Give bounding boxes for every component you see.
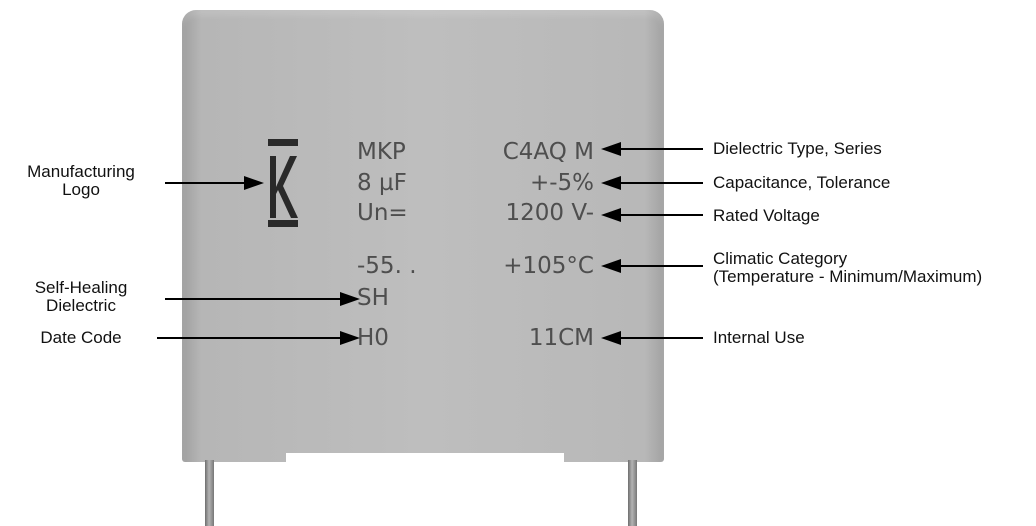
callout-date-code: Date Code <box>40 328 122 347</box>
callout-self-healing-line1: Self-Healing <box>34 278 128 297</box>
arrow-rated-voltage-head <box>601 208 621 222</box>
capacitor-lead-left <box>205 460 214 526</box>
callout-self-healing: Self-Healing Dielectric <box>8 279 154 315</box>
arrow-capacitance-head <box>601 176 621 190</box>
arrow-self-healing-head <box>340 292 360 306</box>
marking-self-healing: SH <box>357 285 389 311</box>
manufacturer-logo-icon <box>268 139 298 227</box>
arrow-manufacturing-logo-head <box>244 176 264 190</box>
marking-rated-voltage: 1200 V- <box>505 200 594 226</box>
marking-series: C4AQ M <box>502 139 594 165</box>
callout-dielectric-type: Dielectric Type, Series <box>713 139 882 158</box>
arrow-internal-use-head <box>601 331 621 345</box>
callout-internal-use: Internal Use <box>713 328 805 347</box>
marking-voltage-label: Un= <box>357 200 408 226</box>
capacitor-lead-right <box>628 460 637 526</box>
callout-climatic-line1: Climatic Category <box>713 249 848 268</box>
capacitor-base-recess <box>286 453 564 463</box>
marking-internal-use: 11CM <box>528 325 594 351</box>
callout-climatic-line2: (Temperature - Minimum/Maximum) <box>713 267 983 286</box>
logo-k-glyph <box>270 156 298 218</box>
callout-climatic: Climatic Category (Temperature - Minimum… <box>713 250 982 286</box>
marking-dielectric-type: MKP <box>357 139 406 165</box>
logo-top-bar <box>268 139 298 146</box>
marking-capacitance: 8 µF <box>357 170 407 196</box>
logo-bottom-bar <box>268 220 298 227</box>
marking-date-code: H0 <box>357 325 389 351</box>
callout-self-healing-line2: Dielectric <box>46 296 116 315</box>
arrow-dielectric-type-head <box>601 142 621 156</box>
callout-manufacturing-logo: Manufacturing Logo <box>8 163 154 199</box>
marking-min-temperature: -55. . <box>357 253 417 279</box>
marking-tolerance: +-5% <box>529 170 594 196</box>
marking-max-temperature: +105°C <box>503 253 594 279</box>
callout-capacitance: Capacitance, Tolerance <box>713 173 891 192</box>
callout-manufacturing-logo-line1: Manufacturing <box>27 162 135 181</box>
callout-rated-voltage: Rated Voltage <box>713 206 820 225</box>
arrow-date-code-head <box>340 331 360 345</box>
capacitor-body <box>182 10 664 462</box>
callout-manufacturing-logo-line2: Logo <box>62 180 100 199</box>
arrow-climatic-head <box>601 259 621 273</box>
